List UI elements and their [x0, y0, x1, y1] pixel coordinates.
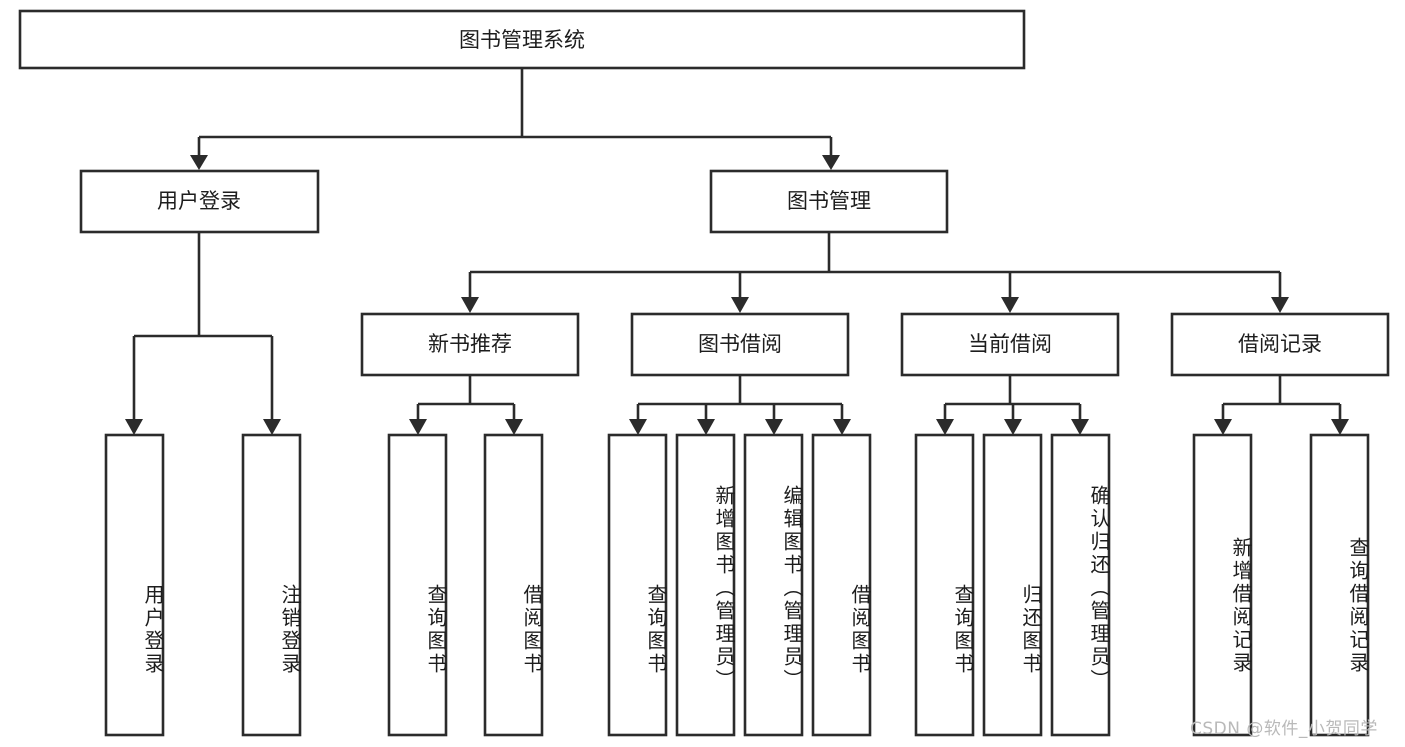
edges-book-mgmt-to-level3 [461, 232, 1289, 313]
node-book-borrow-box [630, 312, 850, 377]
node-book-borrow[interactable]: 图书借阅 [630, 312, 850, 377]
node-book-management-label: 图书管理 [787, 189, 871, 213]
arrow-bb-leaf-2 [697, 419, 715, 435]
node-book-borrow-label: 图书借阅 [698, 332, 782, 356]
arrow-root-to-user-login [190, 155, 208, 170]
node-book-management-box [709, 169, 949, 234]
node-root-label: 图书管理系统 [459, 28, 585, 52]
arrow-to-leaf-logout [263, 419, 281, 435]
node-borrow-record-box [1170, 312, 1390, 377]
edges-book-borrow-to-leaves [629, 375, 851, 435]
node-borrow-record[interactable]: 借阅记录 [1170, 312, 1390, 377]
leaf-box-edit-book-admin[interactable] [743, 433, 804, 737]
node-new-book-recommend-box [360, 312, 580, 377]
arrow-to-borrow-record [1271, 297, 1289, 313]
node-current-borrow-label: 当前借阅 [968, 332, 1052, 356]
arrow-to-leaf-user-login [125, 419, 143, 435]
node-borrow-record-label: 借阅记录 [1238, 332, 1322, 356]
leaf-box-add-borrow-record[interactable] [1192, 433, 1253, 737]
arrow-root-to-book-mgmt [822, 155, 840, 170]
arrow-cb-leaf-3 [1071, 419, 1089, 435]
edges-borrow-record-to-leaves [1214, 375, 1349, 435]
node-root[interactable]: 图书管理系统 [18, 9, 1026, 70]
leaf-box-confirm-return-admin[interactable] [1050, 433, 1111, 737]
leaf-box-query-book-2[interactable] [607, 433, 668, 737]
arrow-to-current-borrow [1001, 297, 1019, 313]
leaf-box-logout[interactable] [241, 433, 302, 737]
node-user-login[interactable]: 用户登录 [79, 169, 320, 234]
arrow-to-new-book-recommend [461, 297, 479, 313]
edges-new-book-recommend-to-leaves [409, 375, 523, 435]
node-current-borrow[interactable]: 当前借阅 [900, 312, 1120, 377]
arrow-to-book-borrow [731, 297, 749, 313]
node-book-management[interactable]: 图书管理 [709, 169, 949, 234]
edges-user-login-to-leaves [125, 232, 281, 435]
node-current-borrow-box [900, 312, 1120, 377]
leaf-box-return-book[interactable] [982, 433, 1043, 737]
arrow-nbr-leaf-1 [409, 419, 427, 435]
leaf-box-add-book-admin[interactable] [675, 433, 736, 737]
arrow-bb-leaf-3 [765, 419, 783, 435]
arrow-cb-leaf-2 [1004, 419, 1022, 435]
node-user-login-label: 用户登录 [157, 189, 241, 213]
leaf-box-borrow-book-2[interactable] [811, 433, 872, 737]
arrow-bb-leaf-1 [629, 419, 647, 435]
node-root-box [18, 9, 1026, 70]
edges-root-to-level2 [190, 68, 840, 170]
leaf-box-user-login[interactable] [104, 433, 165, 737]
arrow-bb-leaf-4 [833, 419, 851, 435]
node-new-book-recommend-label: 新书推荐 [428, 332, 512, 356]
edges-current-borrow-to-leaves [936, 375, 1089, 435]
node-new-book-recommend[interactable]: 新书推荐 [360, 312, 580, 377]
leaf-box-query-book-3[interactable] [914, 433, 975, 737]
arrow-nbr-leaf-2 [505, 419, 523, 435]
leaf-box-query-borrow-record[interactable] [1309, 433, 1370, 737]
leaf-box-query-book-1[interactable] [387, 433, 448, 737]
csdn-watermark: CSDN @软件_小贺同学 [1190, 719, 1378, 739]
arrow-cb-leaf-1 [936, 419, 954, 435]
arrow-br-leaf-2 [1331, 419, 1349, 435]
leaf-box-borrow-book-1[interactable] [483, 433, 544, 737]
arrow-br-leaf-1 [1214, 419, 1232, 435]
